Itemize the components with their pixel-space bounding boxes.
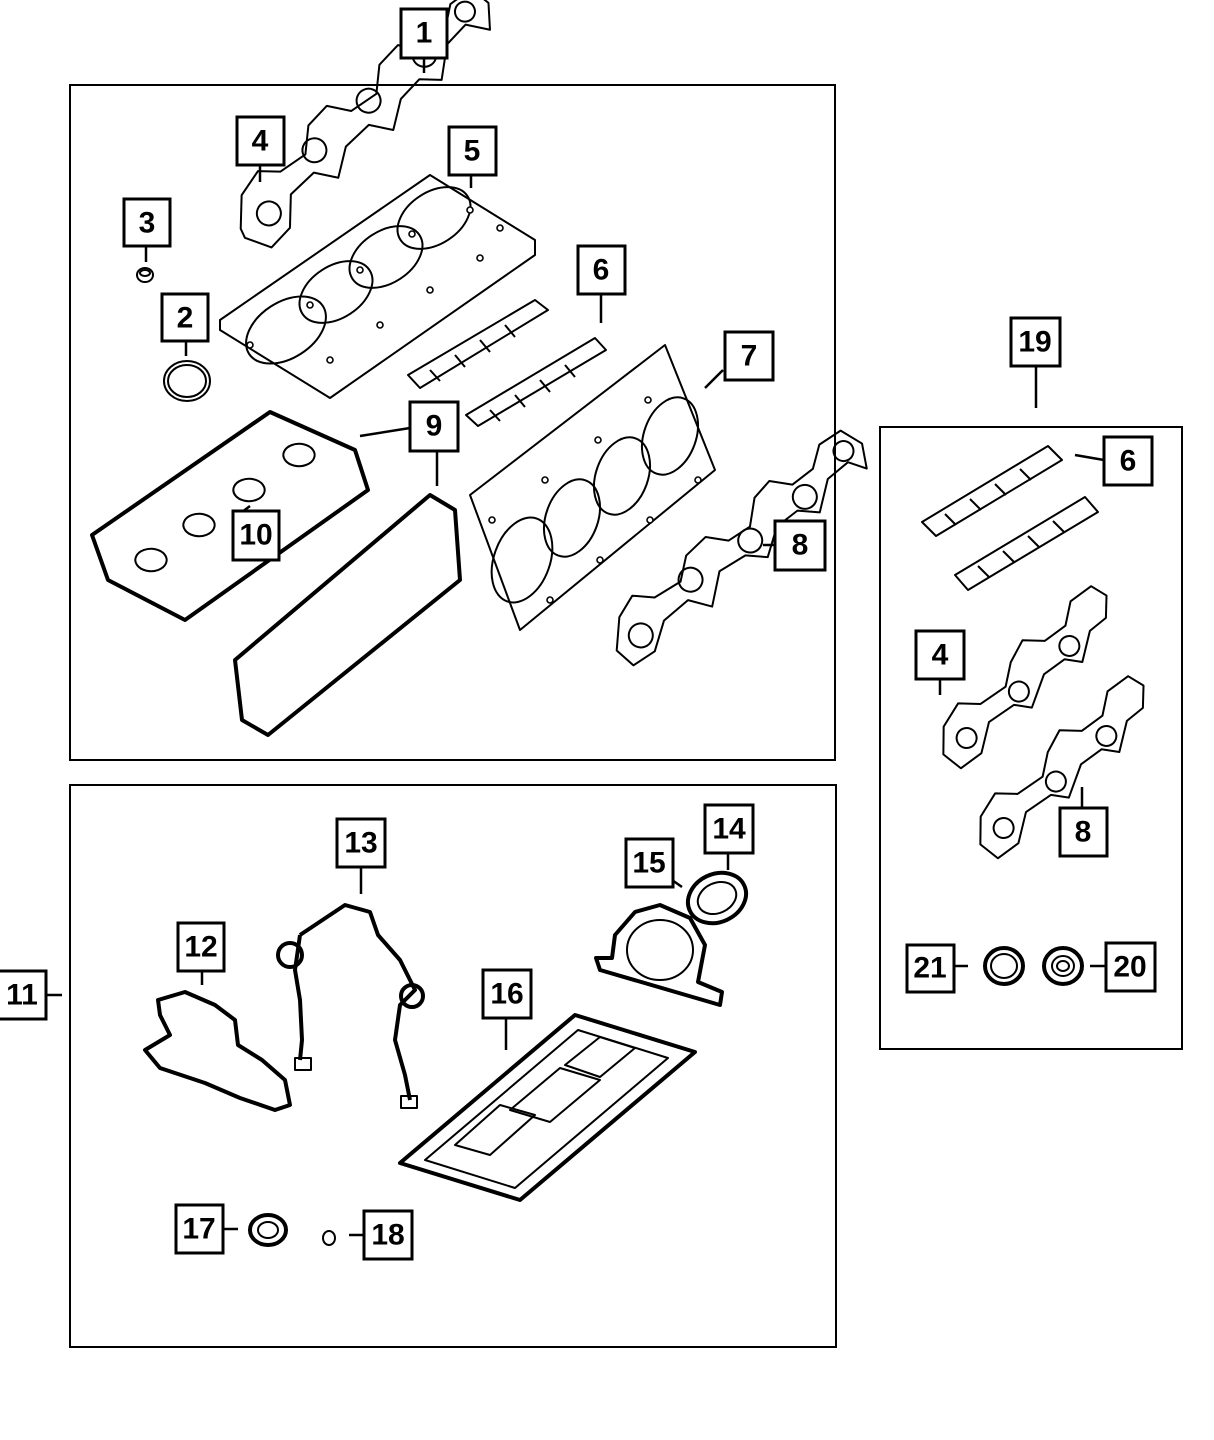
svg-text:9: 9	[426, 410, 443, 443]
spark-plug-tube-seals-part	[134, 442, 316, 573]
svg-text:15: 15	[632, 847, 665, 880]
svg-text:1: 1	[416, 17, 433, 50]
svg-text:16: 16	[490, 978, 523, 1011]
timing-cover-gasket-part	[276, 903, 425, 1109]
callout-12: 12	[176, 921, 226, 973]
callout-4: 4	[235, 115, 286, 167]
exhaust-manifold-gasket-lower-part	[615, 429, 868, 667]
valve-cover-gasket-left-part	[90, 410, 370, 622]
rear-main-seal-part	[685, 870, 749, 926]
exhaust-manifold-gasket-set-part	[942, 585, 1145, 860]
svg-text:6: 6	[593, 254, 610, 287]
o-ring-part	[163, 360, 211, 402]
svg-text:7: 7	[741, 340, 758, 373]
leader-19-6	[1074, 453, 1105, 462]
callout-7: 7	[723, 330, 775, 382]
leader-9a	[359, 426, 411, 438]
callout-19-6: 6	[1102, 435, 1154, 487]
callout-9: 9	[408, 400, 460, 453]
callout-1: 1	[399, 7, 449, 60]
lower-gasket-set-frame	[69, 784, 837, 1348]
water-pump-gasket-part	[143, 990, 292, 1112]
callout-21: 21	[905, 943, 956, 994]
callout-19-8: 8	[1058, 806, 1109, 858]
leader-7	[704, 369, 724, 389]
svg-text:3: 3	[139, 207, 156, 240]
callout-8: 8	[773, 519, 827, 572]
o-ring-inner	[167, 364, 207, 398]
svg-text:12: 12	[184, 931, 217, 964]
callout-2: 2	[160, 292, 210, 343]
intake-manifold-gasket-upper-part	[407, 299, 607, 427]
valve-cover-gasket-right-part	[233, 493, 462, 737]
callout-13: 13	[335, 817, 387, 869]
front-crank-seal-part	[248, 1213, 288, 1247]
svg-text:10: 10	[239, 519, 272, 552]
callout-15: 15	[624, 837, 675, 889]
callout-19-4: 4	[914, 629, 966, 681]
callout-6: 6	[576, 244, 627, 296]
callout-11: 11	[0, 969, 48, 1021]
small-o-ring-part	[322, 1230, 336, 1246]
callout-17: 17	[174, 1203, 225, 1255]
svg-text:14: 14	[712, 813, 746, 846]
cylinder-head-gasket-left-part	[219, 174, 536, 399]
cylinder-head-gasket-right-part	[469, 344, 716, 631]
valve-stem-seal-part	[136, 267, 154, 283]
seal-21-part	[983, 946, 1025, 986]
upper-gasket-set-frame	[69, 84, 836, 761]
callout-20: 20	[1104, 941, 1157, 993]
intake-manifold-gasket-set-part	[921, 445, 1099, 591]
svg-text:17: 17	[182, 1213, 215, 1246]
svg-text:4: 4	[252, 125, 269, 158]
svg-text:19: 19	[1018, 326, 1051, 359]
callout-18: 18	[362, 1209, 414, 1261]
callout-5: 5	[447, 125, 498, 177]
svg-text:13: 13	[344, 827, 377, 860]
rear-seal-retainer-part	[594, 903, 724, 1007]
callout-16: 16	[481, 968, 533, 1020]
svg-text:8: 8	[1075, 816, 1092, 849]
callout-19: 19	[1009, 316, 1062, 368]
svg-text:8: 8	[792, 529, 809, 562]
svg-text:6: 6	[1120, 445, 1137, 478]
callout-14: 14	[703, 803, 755, 855]
oil-pan-gasket-part	[398, 1013, 697, 1202]
callout-10: 10	[231, 509, 281, 562]
seal-20-part	[1042, 946, 1084, 986]
svg-text:21: 21	[913, 952, 946, 985]
svg-text:18: 18	[371, 1219, 404, 1252]
valve-grind-gasket-set-frame	[879, 426, 1183, 1050]
svg-text:5: 5	[464, 135, 481, 168]
svg-text:2: 2	[177, 302, 194, 335]
svg-text:4: 4	[932, 639, 949, 672]
svg-text:11: 11	[6, 979, 38, 1012]
svg-text:20: 20	[1113, 951, 1146, 984]
callout-3: 3	[122, 197, 172, 248]
